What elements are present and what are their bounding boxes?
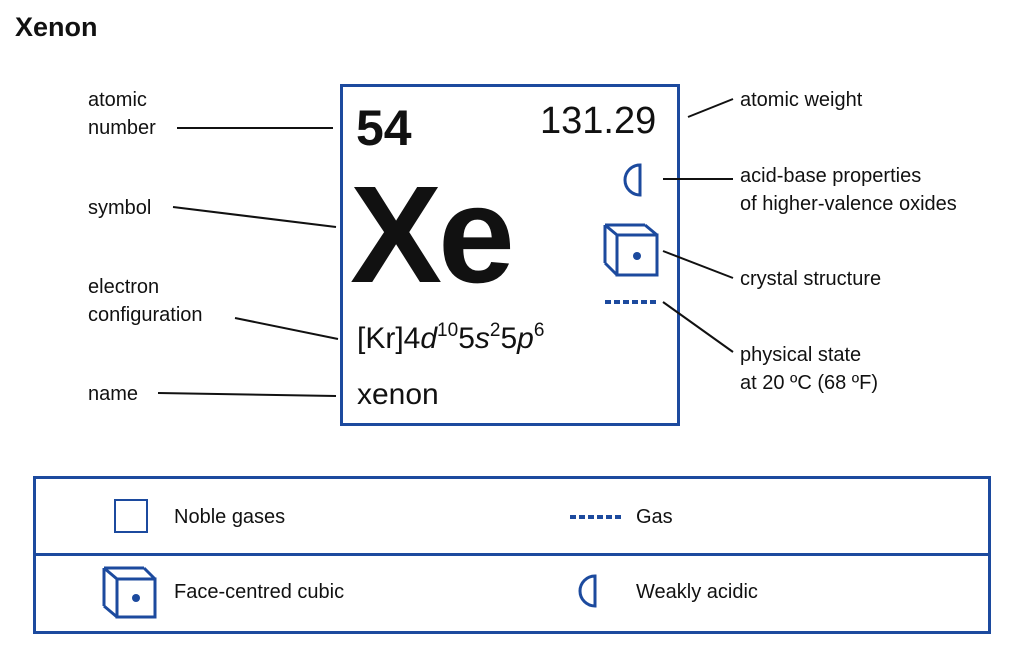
callout-name: name — [88, 383, 139, 405]
legend-gas-label: Gas — [636, 506, 673, 528]
callout-physical-state-line1: physical state — [740, 344, 862, 366]
callout-symbol: symbol — [88, 197, 152, 219]
config-d-exponent: 10 — [437, 320, 459, 341]
atomic-number: 54 — [356, 100, 412, 156]
callout-acid-base-line2: of higher-valence oxides — [740, 193, 957, 215]
element-tile — [340, 84, 680, 426]
callout-acid-base-line1: acid-base properties — [740, 165, 922, 187]
config-orbital-p: p — [517, 322, 534, 355]
callout-electron-configuration: electron configuration — [88, 273, 203, 329]
callout-physical-state: physical state at 20 ºC (68 ºF) — [740, 341, 878, 397]
legend-noble-gases-label: Noble gases — [174, 506, 286, 528]
leader-physical-state — [662, 301, 734, 353]
electron-configuration: [Kr]4d105s25p6 — [357, 319, 544, 359]
leader-name — [157, 392, 337, 397]
config-s-exponent: 2 — [489, 320, 501, 341]
legend-fcc-label: Face-centred cubic — [174, 581, 345, 603]
config-orbital-d: d — [420, 322, 438, 355]
config-shell-5: 5 — [458, 322, 475, 355]
legend-half-circle-acid-icon — [578, 574, 597, 608]
callout-crystal-structure: crystal structure — [740, 268, 882, 290]
element-symbol: Xe — [350, 158, 515, 312]
half-circle-acid-icon — [623, 163, 642, 197]
page-title: Xenon — [15, 12, 98, 42]
config-orbital-s: s — [474, 322, 490, 355]
leader-electron-configuration — [234, 317, 339, 340]
cube-fcc-icon — [603, 223, 659, 277]
callout-atomic-number-line1: atomic — [88, 89, 147, 111]
leader-crystal-structure — [662, 250, 734, 279]
atomic-weight: 131.29 — [540, 100, 657, 142]
callout-atomic-number-line2: number — [88, 117, 156, 139]
leader-atomic-weight — [687, 98, 734, 118]
callout-atomic-number: atomic number — [88, 86, 156, 142]
config-core: [Kr]4 — [357, 322, 421, 355]
config-p-exponent: 6 — [533, 320, 545, 341]
config-shell-5b: 5 — [500, 322, 518, 355]
callout-atomic-weight: atomic weight — [740, 89, 863, 111]
callout-electron-configuration-line2: configuration — [88, 304, 203, 326]
legend-weakly-acidic-label: Weakly acidic — [636, 581, 758, 603]
callout-acid-base: acid-base properties of higher-valence o… — [740, 162, 957, 218]
callout-physical-state-line2: at 20 ºC (68 ºF) — [740, 372, 878, 394]
leader-symbol — [172, 206, 337, 228]
callout-electron-configuration-line1: electron — [88, 276, 160, 298]
legend-cube-fcc-icon — [102, 566, 157, 619]
leader-lines — [157, 98, 734, 397]
square-noble-gas-icon — [114, 499, 148, 533]
legend-divider — [33, 553, 991, 556]
element-name: xenon — [357, 378, 439, 411]
